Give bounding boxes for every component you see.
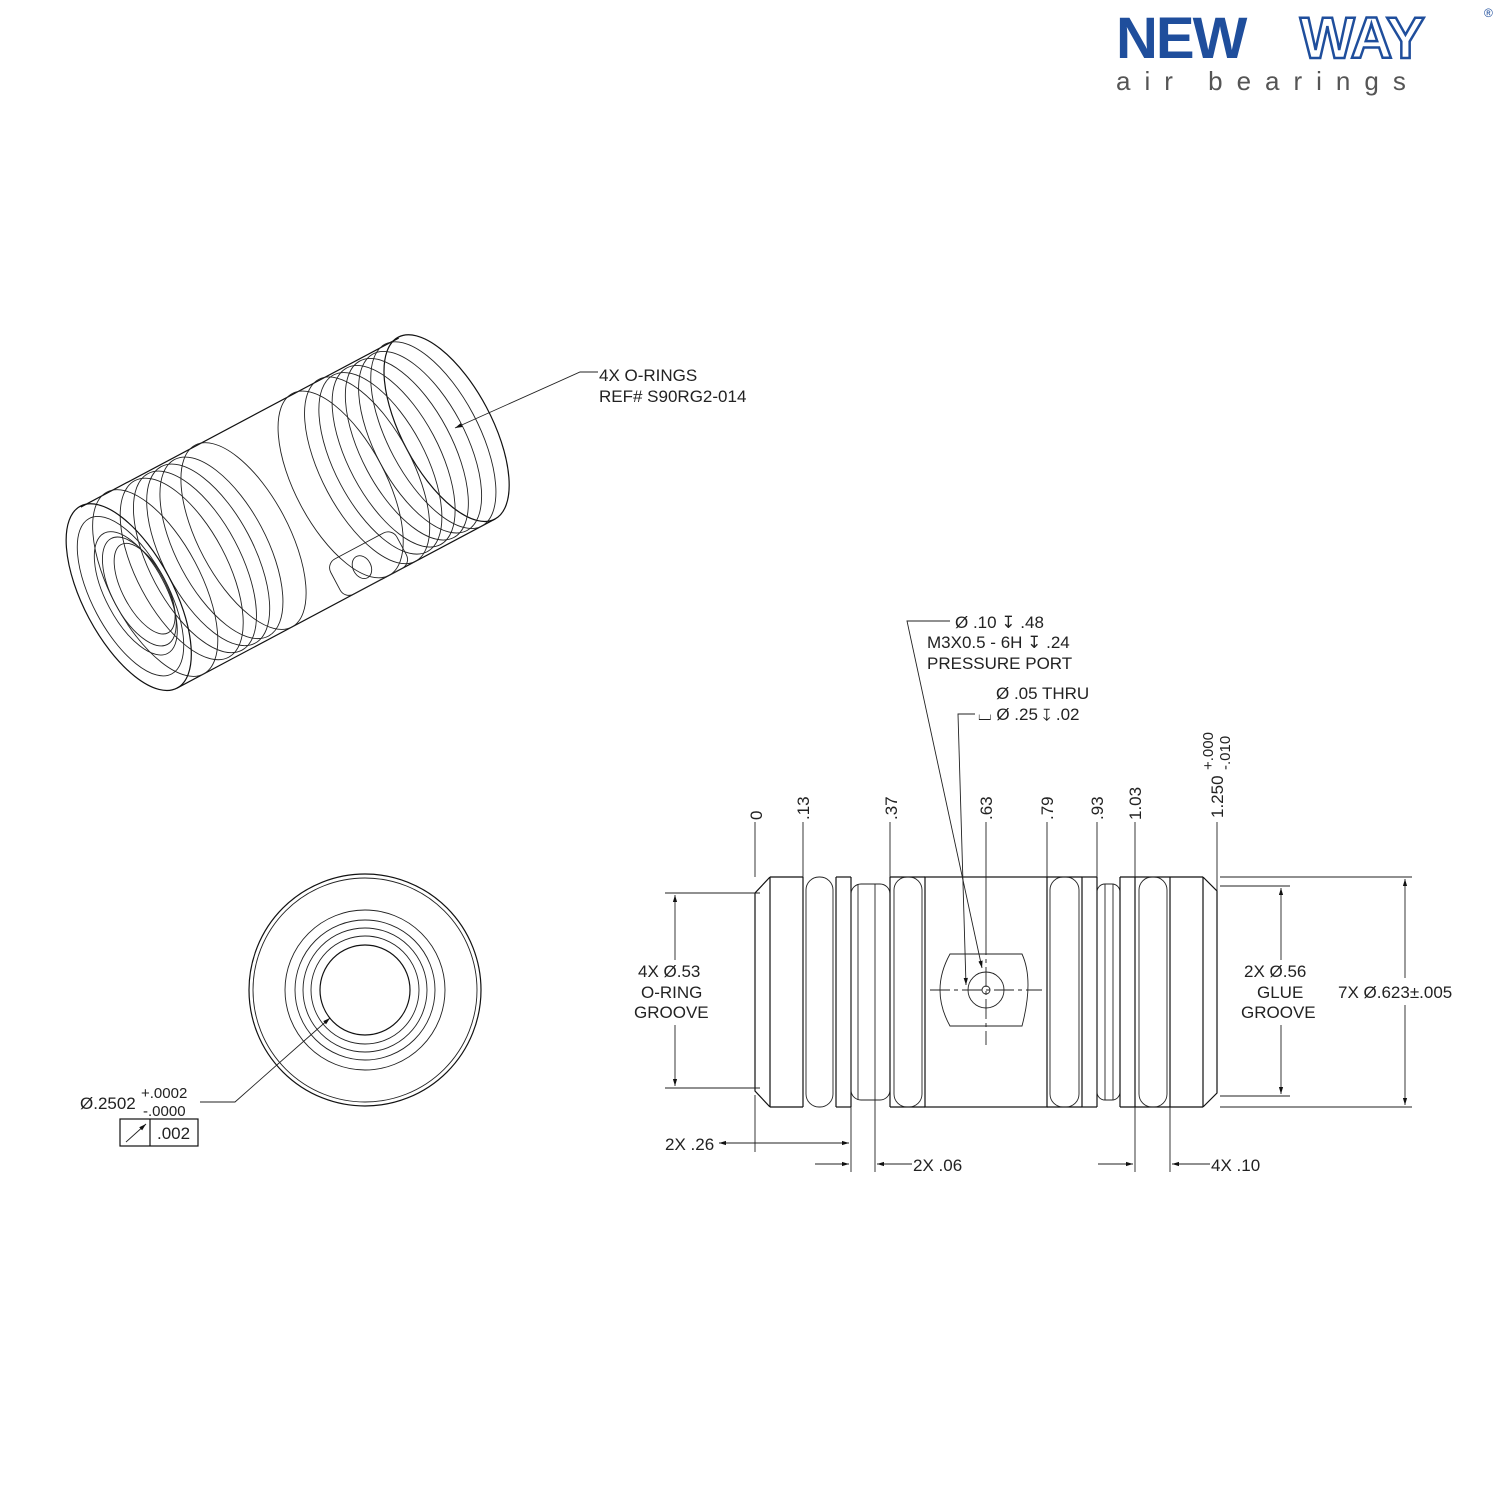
- ordinate-63: .63: [977, 796, 996, 820]
- port-callout-line3: PRESSURE PORT: [927, 654, 1072, 673]
- overall-length: 1.250: [1208, 775, 1227, 818]
- newway-logo: NEW WAY ® air bearings: [1116, 5, 1493, 96]
- side-view: 0 .13 .37 .63 .79 .93 1.03 1.250 +.000 -…: [634, 613, 1452, 1175]
- runout-value: .002: [157, 1124, 190, 1143]
- dim-2x-06: 2X .06: [913, 1156, 962, 1175]
- logo-text-way: WAY: [1300, 6, 1424, 71]
- ordinate-37: .37: [882, 796, 901, 820]
- bore-diameter: Ø.2502: [80, 1094, 136, 1113]
- oring-groove-dim-line3: GROOVE: [634, 1003, 709, 1022]
- hole-callout-line1: Ø .05 THRU: [996, 684, 1089, 703]
- glue-groove-dim-line2: GLUE: [1257, 983, 1303, 1002]
- overall-tol-plus: +.000: [1200, 732, 1217, 770]
- ordinate-103: 1.03: [1126, 787, 1145, 820]
- outer-diameter-dim: 7X Ø.623±.005: [1338, 983, 1452, 1002]
- runout-arrow-icon: [125, 1123, 147, 1143]
- ordinate-0: 0: [747, 811, 766, 820]
- port-callout-line1: Ø .10 ↧ .48: [955, 613, 1044, 632]
- end-view: Ø.2502 +.0002 -.0000 .002: [80, 873, 482, 1147]
- port-callout-line2: M3X0.5 - 6H ↧ .24: [927, 633, 1070, 652]
- oring-callout-line2: REF# S90RG2-014: [599, 387, 746, 406]
- logo-text-new: NEW: [1116, 6, 1248, 71]
- ordinate-93: .93: [1088, 796, 1107, 820]
- isometric-view: 4X O-RINGS REF# S90RG2-014: [65, 334, 746, 692]
- ordinate-13: .13: [794, 796, 813, 820]
- oring-groove-dim-line1: 4X Ø.53: [638, 962, 700, 981]
- registered-mark: ®: [1484, 6, 1493, 20]
- hole-callout-line2: ⌴ Ø .25 ↧ .02: [978, 705, 1079, 724]
- overall-tol-minus: -.010: [1217, 736, 1234, 770]
- oring-groove-dim-line2: O-RING: [641, 983, 702, 1002]
- oring-callout-line1: 4X O-RINGS: [599, 366, 697, 385]
- glue-groove-dim-line3: GROOVE: [1241, 1003, 1316, 1022]
- bore-tol-minus: -.0000: [143, 1103, 186, 1120]
- ordinate-79: .79: [1038, 796, 1057, 820]
- runout-frame: [119, 1118, 199, 1147]
- logo-tagline: air bearings: [1116, 66, 1420, 96]
- dim-4x-10: 4X .10: [1211, 1156, 1260, 1175]
- bore-tol-plus: +.0002: [141, 1085, 187, 1102]
- glue-groove-dim-line1: 2X Ø.56: [1244, 962, 1306, 981]
- dim-2x-26: 2X .26: [665, 1135, 714, 1154]
